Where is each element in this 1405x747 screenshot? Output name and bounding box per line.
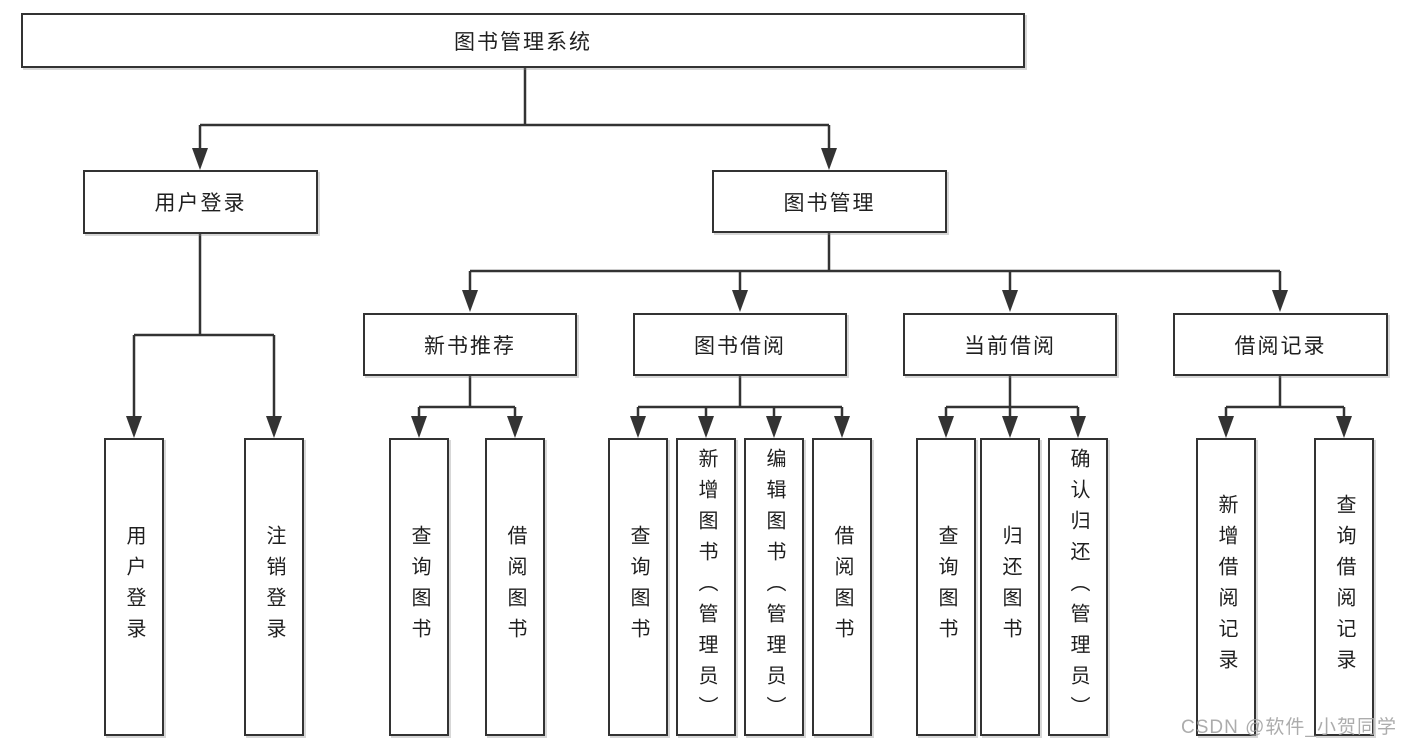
node-book-management: 图书管理 bbox=[712, 170, 947, 233]
leaf-query-books-recommend: 查询图书 bbox=[389, 438, 449, 736]
arrowhead-icon bbox=[462, 290, 478, 312]
leaf-return-books: 归还图书 bbox=[980, 438, 1040, 736]
edge-new-book-to-leaves bbox=[417, 376, 517, 418]
tree-edges bbox=[132, 68, 1346, 418]
arrowhead-icon bbox=[698, 416, 714, 438]
arrowhead-icon bbox=[507, 416, 523, 438]
arrowhead-icon bbox=[1070, 416, 1086, 438]
leaf-add-borrow-record: 新增借阅记录 bbox=[1196, 438, 1256, 736]
leaf-user-login: 用户登录 bbox=[104, 438, 164, 736]
node-current-borrowing: 当前借阅 bbox=[903, 313, 1117, 376]
leaf-confirm-return-admin: 确认归还（管理员） bbox=[1048, 438, 1108, 736]
node-root-system: 图书管理系统 bbox=[21, 13, 1025, 68]
arrowhead-icon bbox=[126, 416, 142, 438]
arrowhead-icon bbox=[766, 416, 782, 438]
leaf-borrow-books-recommend: 借阅图书 bbox=[485, 438, 545, 736]
node-user-login: 用户登录 bbox=[83, 170, 318, 234]
leaf-logout: 注销登录 bbox=[244, 438, 304, 736]
node-new-book-recommendation: 新书推荐 bbox=[363, 313, 577, 376]
leaf-add-books-admin: 新增图书（管理员） bbox=[676, 438, 736, 736]
edge-root-to-level2 bbox=[198, 68, 831, 150]
arrowhead-icon bbox=[1218, 416, 1234, 438]
arrowhead-icon bbox=[1272, 290, 1288, 312]
leaf-edit-books-admin: 编辑图书（管理员） bbox=[744, 438, 804, 736]
arrowhead-icon bbox=[732, 290, 748, 312]
leaf-query-borrow-record: 查询借阅记录 bbox=[1314, 438, 1374, 736]
arrowhead-icon bbox=[630, 416, 646, 438]
leaf-borrow-books: 借阅图书 bbox=[812, 438, 872, 736]
arrowhead-icon bbox=[192, 148, 208, 170]
arrowheads bbox=[126, 148, 1352, 438]
edge-book-borrowing-to-leaves bbox=[636, 376, 844, 418]
arrowhead-icon bbox=[1336, 416, 1352, 438]
csdn-watermark: CSDN @软件_小贺同学 bbox=[1181, 717, 1397, 738]
leaf-query-books-borrowing: 查询图书 bbox=[608, 438, 668, 736]
arrowhead-icon bbox=[938, 416, 954, 438]
arrowhead-icon bbox=[834, 416, 850, 438]
node-borrowing-records: 借阅记录 bbox=[1173, 313, 1388, 376]
arrowhead-icon bbox=[1002, 290, 1018, 312]
leaf-query-books-current: 查询图书 bbox=[916, 438, 976, 736]
edge-current-borrowing-to-leaves bbox=[944, 376, 1080, 418]
arrowhead-icon bbox=[821, 148, 837, 170]
edge-borrow-records-to-leaves bbox=[1224, 376, 1346, 418]
node-book-borrowing: 图书借阅 bbox=[633, 313, 847, 376]
arrowhead-icon bbox=[266, 416, 282, 438]
edge-user-login-to-leaves bbox=[132, 234, 276, 418]
edge-book-management-to-level3 bbox=[468, 233, 1282, 292]
arrowhead-icon bbox=[411, 416, 427, 438]
arrowhead-icon bbox=[1002, 416, 1018, 438]
